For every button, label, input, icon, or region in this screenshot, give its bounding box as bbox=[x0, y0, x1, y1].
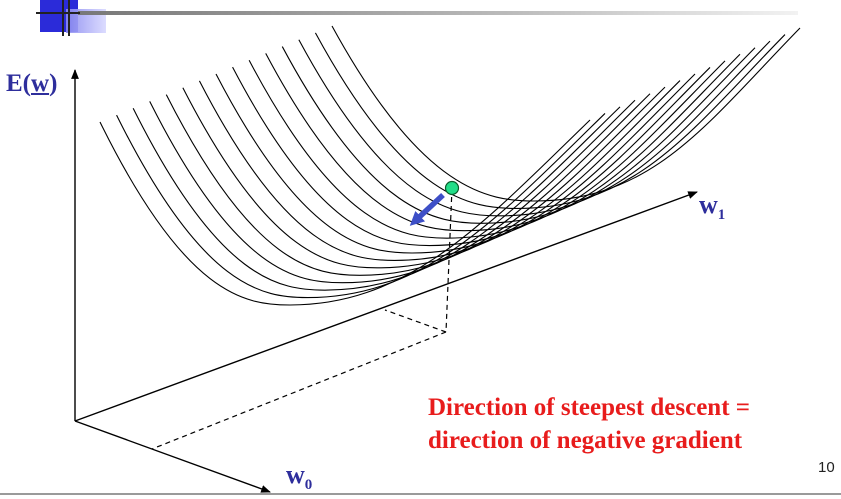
projection-line bbox=[384, 309, 447, 333]
w0-axis-label: w0 bbox=[286, 460, 313, 493]
w0-axis bbox=[74, 420, 271, 493]
surface-slice-curve bbox=[331, 25, 801, 202]
footer-rule bbox=[0, 493, 841, 495]
projection-line bbox=[445, 187, 453, 333]
surface-slice-curve bbox=[116, 113, 606, 299]
crosshair-line bbox=[68, 0, 70, 36]
surface-slice-curve bbox=[265, 53, 741, 232]
crosshair-line bbox=[36, 12, 80, 14]
surface-slice-curve bbox=[248, 60, 726, 239]
surface-slice-curve bbox=[281, 46, 756, 224]
surface-slice-curve bbox=[232, 66, 711, 247]
surface-slice-curve bbox=[99, 119, 591, 306]
current-weight-point bbox=[444, 180, 460, 196]
surface-slice-curve bbox=[149, 99, 636, 284]
caption-line-2: direction of negative gradient bbox=[428, 427, 743, 454]
e-axis-label: E(w) bbox=[6, 70, 58, 97]
crosshair-line bbox=[62, 0, 64, 36]
negative-gradient-arrow bbox=[409, 192, 445, 226]
error-surface-curves bbox=[99, 25, 801, 306]
surface-slice-curve bbox=[182, 86, 666, 269]
surface-slice-curve bbox=[165, 93, 651, 276]
page-number: 10 bbox=[818, 459, 835, 476]
surface-slice-curve bbox=[198, 80, 681, 261]
title-rule bbox=[78, 11, 798, 15]
surface-slice-curve bbox=[314, 32, 786, 209]
caption: Direction of steepest descent = directio… bbox=[428, 391, 750, 457]
surface-slice-curve bbox=[132, 106, 621, 291]
w1-axis-label: w1 bbox=[699, 190, 726, 223]
caption-line-1: Direction of steepest descent = bbox=[428, 394, 751, 421]
w1-axis bbox=[74, 191, 698, 422]
surface-slice-curve bbox=[298, 39, 771, 217]
surface-slice-curve bbox=[215, 73, 696, 254]
projection-line bbox=[151, 331, 447, 450]
